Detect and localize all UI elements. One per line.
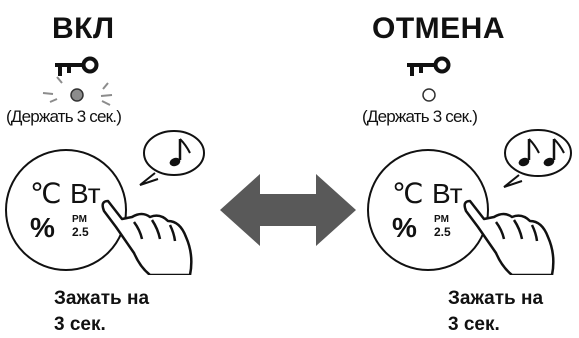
celsius-label: ℃	[392, 178, 423, 209]
pressing-hand-icon	[463, 199, 555, 275]
pressing-hand-icon	[101, 199, 193, 275]
pm-label-top: PM	[72, 214, 87, 225]
left-hold-hint: (Держать 3 сек.)	[6, 107, 122, 126]
left-caption-line1: Зажать на	[54, 288, 150, 309]
key-lock-icon	[55, 56, 99, 76]
right-hold-hint: (Держать 3 сек.)	[362, 107, 478, 126]
double-arrow-icon	[220, 174, 356, 246]
right-button-illustration: ℃ Вт % PM 2.5	[367, 129, 572, 275]
indicator-led	[422, 88, 436, 102]
speech-bubble	[139, 130, 205, 186]
music-note-icon	[518, 138, 540, 167]
celsius-label: ℃	[30, 178, 61, 209]
right-lock-indicator	[407, 56, 451, 102]
music-note-icon	[169, 138, 191, 167]
on-title: ВКЛ	[52, 12, 115, 45]
left-button-illustration: ℃ Вт % PM 2.5	[5, 130, 205, 275]
right-caption-line1: Зажать на	[448, 288, 544, 309]
lock-button[interactable]	[5, 149, 127, 271]
indicator-glow-rays	[42, 76, 113, 106]
left-caption-line2: 3 сек.	[54, 313, 106, 335]
right-caption: Зажать на 3 сек.	[448, 286, 543, 337]
lock-button[interactable]	[367, 149, 489, 271]
left-caption: Зажать на 3 сек.	[54, 286, 149, 337]
pm-label-bottom: 2.5	[434, 225, 451, 239]
humidity-label: %	[30, 212, 55, 243]
humidity-label: %	[392, 212, 417, 243]
right-caption-line2: 3 сек.	[448, 313, 500, 335]
cancel-title: ОТМЕНА	[372, 12, 505, 45]
indicator-led	[70, 88, 84, 102]
speech-bubble	[503, 129, 572, 188]
left-lock-indicator	[42, 56, 113, 106]
watt-label: Вт	[70, 178, 101, 209]
pm-label-bottom: 2.5	[72, 225, 89, 239]
pm-label-top: PM	[434, 214, 449, 225]
music-note-icon	[543, 138, 565, 167]
watt-label: Вт	[432, 178, 463, 209]
key-lock-icon	[407, 56, 451, 76]
